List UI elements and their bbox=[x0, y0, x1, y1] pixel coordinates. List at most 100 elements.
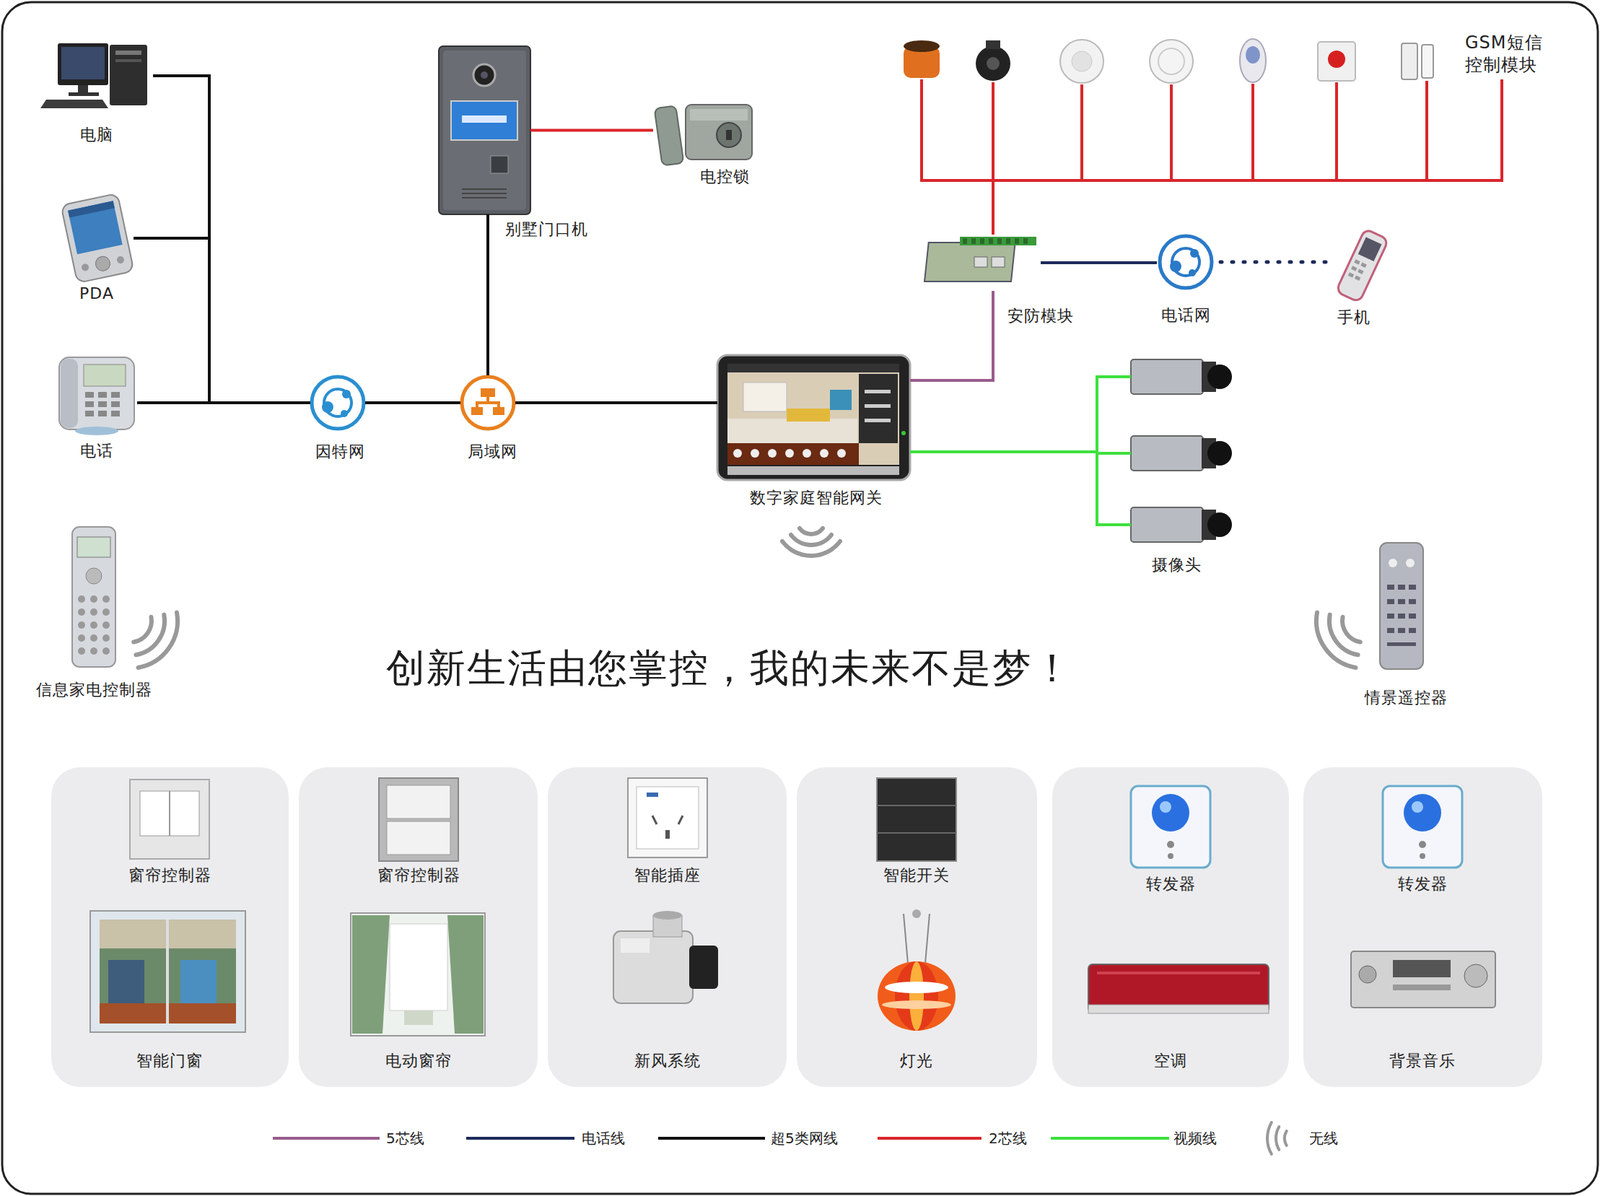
gateway-panel-icon bbox=[802, 448, 812, 458]
computer-icon bbox=[115, 50, 142, 55]
smart-socket-icon bbox=[646, 792, 659, 797]
device-label: 电脑 bbox=[80, 124, 114, 146]
security-module-icon bbox=[1014, 238, 1020, 244]
legend-text: 5芯线 bbox=[386, 1128, 425, 1149]
mobile-phone-icon bbox=[1348, 259, 1367, 281]
air-conditioner-icon bbox=[1096, 971, 1261, 975]
gateway-panel-icon bbox=[750, 448, 760, 458]
alarm-bus-wires bbox=[1335, 82, 1339, 181]
wireless-waves bbox=[782, 541, 841, 556]
device-node: 智能插座 bbox=[627, 777, 708, 861]
alarm-light-icon bbox=[903, 40, 940, 78]
scene-remote-icon bbox=[1387, 584, 1416, 646]
pda-icon bbox=[67, 200, 115, 218]
wireless-waves bbox=[1342, 617, 1361, 643]
device-label: 背景音乐 bbox=[1389, 1050, 1456, 1072]
alarm-bus-wires bbox=[920, 79, 924, 181]
legend-samples bbox=[877, 1136, 982, 1140]
curtain-controller-icon bbox=[378, 777, 459, 861]
appliance-remote-icon bbox=[102, 595, 110, 603]
wireless-waves bbox=[133, 612, 178, 669]
scene-remote-icon bbox=[1387, 584, 1395, 590]
electric-curtain-icon bbox=[447, 915, 484, 1034]
appliance-remote-icon bbox=[102, 608, 110, 616]
alarm-light-icon bbox=[903, 40, 940, 52]
fresh-air-unit-icon bbox=[653, 910, 683, 920]
gateway-panel-icon bbox=[785, 448, 794, 458]
mobile-phone-icon bbox=[1357, 268, 1364, 274]
security-module-icon bbox=[971, 238, 976, 244]
device-node: 手机 bbox=[1333, 229, 1392, 301]
smart-window-icon bbox=[90, 910, 246, 1033]
gateway-panel-icon bbox=[829, 389, 852, 410]
siren-icon bbox=[975, 46, 1011, 81]
appliance-remote-icon bbox=[72, 526, 116, 667]
device-label: 电控锁 bbox=[700, 166, 750, 188]
video-branch-wires bbox=[1095, 375, 1131, 379]
appliance-remote-icon bbox=[77, 536, 111, 558]
lan-icon bbox=[471, 407, 483, 415]
gateway-panel-icon bbox=[864, 418, 891, 423]
device-panels bbox=[298, 767, 538, 1087]
wire-connector bbox=[910, 290, 994, 381]
mobile-phone-icon bbox=[1335, 228, 1389, 303]
wire-connector bbox=[515, 401, 718, 405]
telephone-icon bbox=[85, 401, 94, 408]
device-panels bbox=[796, 767, 1038, 1087]
smart-socket-icon bbox=[636, 786, 699, 849]
electric-curtain-icon bbox=[389, 923, 448, 1011]
smoke-detector-icon bbox=[1060, 39, 1104, 83]
electric-lock-icon bbox=[726, 129, 732, 141]
smart-window-icon bbox=[180, 959, 217, 1004]
alarm-bus-wires bbox=[1080, 84, 1084, 181]
repeater-icon bbox=[1159, 801, 1172, 813]
wireless-waves bbox=[1316, 612, 1357, 669]
lan-icon bbox=[480, 388, 496, 397]
wire-connector bbox=[133, 238, 311, 403]
telephone-icon bbox=[60, 358, 78, 428]
siren-icon bbox=[986, 57, 1000, 71]
appliance-remote-icon bbox=[77, 621, 86, 629]
wireless-waves bbox=[135, 614, 165, 656]
legend-text: 电话线 bbox=[581, 1128, 625, 1149]
device-node: 信息家电控制器 bbox=[68, 525, 120, 669]
gateway-panel-icon bbox=[727, 363, 900, 373]
legend-samples bbox=[1275, 1126, 1279, 1150]
video-branch-wires bbox=[1095, 523, 1131, 527]
legend-text: 2芯线 bbox=[988, 1128, 1027, 1149]
door-station-icon bbox=[461, 115, 507, 123]
gateway-panel-icon bbox=[733, 448, 742, 458]
device-node: 背景音乐 bbox=[1343, 910, 1502, 1038]
scene-remote-icon bbox=[1408, 599, 1416, 605]
computer-icon bbox=[109, 44, 148, 106]
scene-remote-icon bbox=[1379, 542, 1424, 670]
door-contact-icon bbox=[1401, 43, 1418, 80]
appliance-remote-icon bbox=[90, 595, 98, 603]
repeater-icon bbox=[1403, 793, 1442, 832]
appliance-remote-icon bbox=[90, 621, 98, 629]
wire-connector bbox=[137, 401, 311, 405]
device-label: 窗帘控制器 bbox=[377, 865, 461, 887]
pda-icon bbox=[116, 255, 125, 265]
camera-icons bbox=[1130, 359, 1232, 542]
telephone-icon bbox=[85, 391, 120, 417]
gateway-panel-icon bbox=[864, 389, 891, 423]
device-label: PDA bbox=[79, 283, 115, 305]
device-label: 电话网 bbox=[1161, 305, 1212, 327]
appliance-remote-icon bbox=[90, 608, 98, 616]
lan-icon bbox=[475, 401, 501, 405]
door-contact-icon bbox=[1421, 44, 1434, 78]
wireless-waves bbox=[790, 534, 832, 545]
audio-system-icon bbox=[1464, 964, 1488, 988]
scene-remote-icon bbox=[1397, 613, 1406, 619]
appliance-remote-icon bbox=[77, 595, 86, 603]
lan-icon bbox=[497, 401, 501, 408]
scene-remote-icon bbox=[1379, 542, 1424, 670]
telephone-icon bbox=[85, 410, 94, 417]
legend-samples bbox=[1267, 1122, 1272, 1154]
lan-icon bbox=[475, 401, 479, 408]
internet-icon bbox=[311, 376, 364, 429]
door-station-icon bbox=[438, 46, 531, 215]
legend-samples bbox=[1284, 1130, 1287, 1146]
